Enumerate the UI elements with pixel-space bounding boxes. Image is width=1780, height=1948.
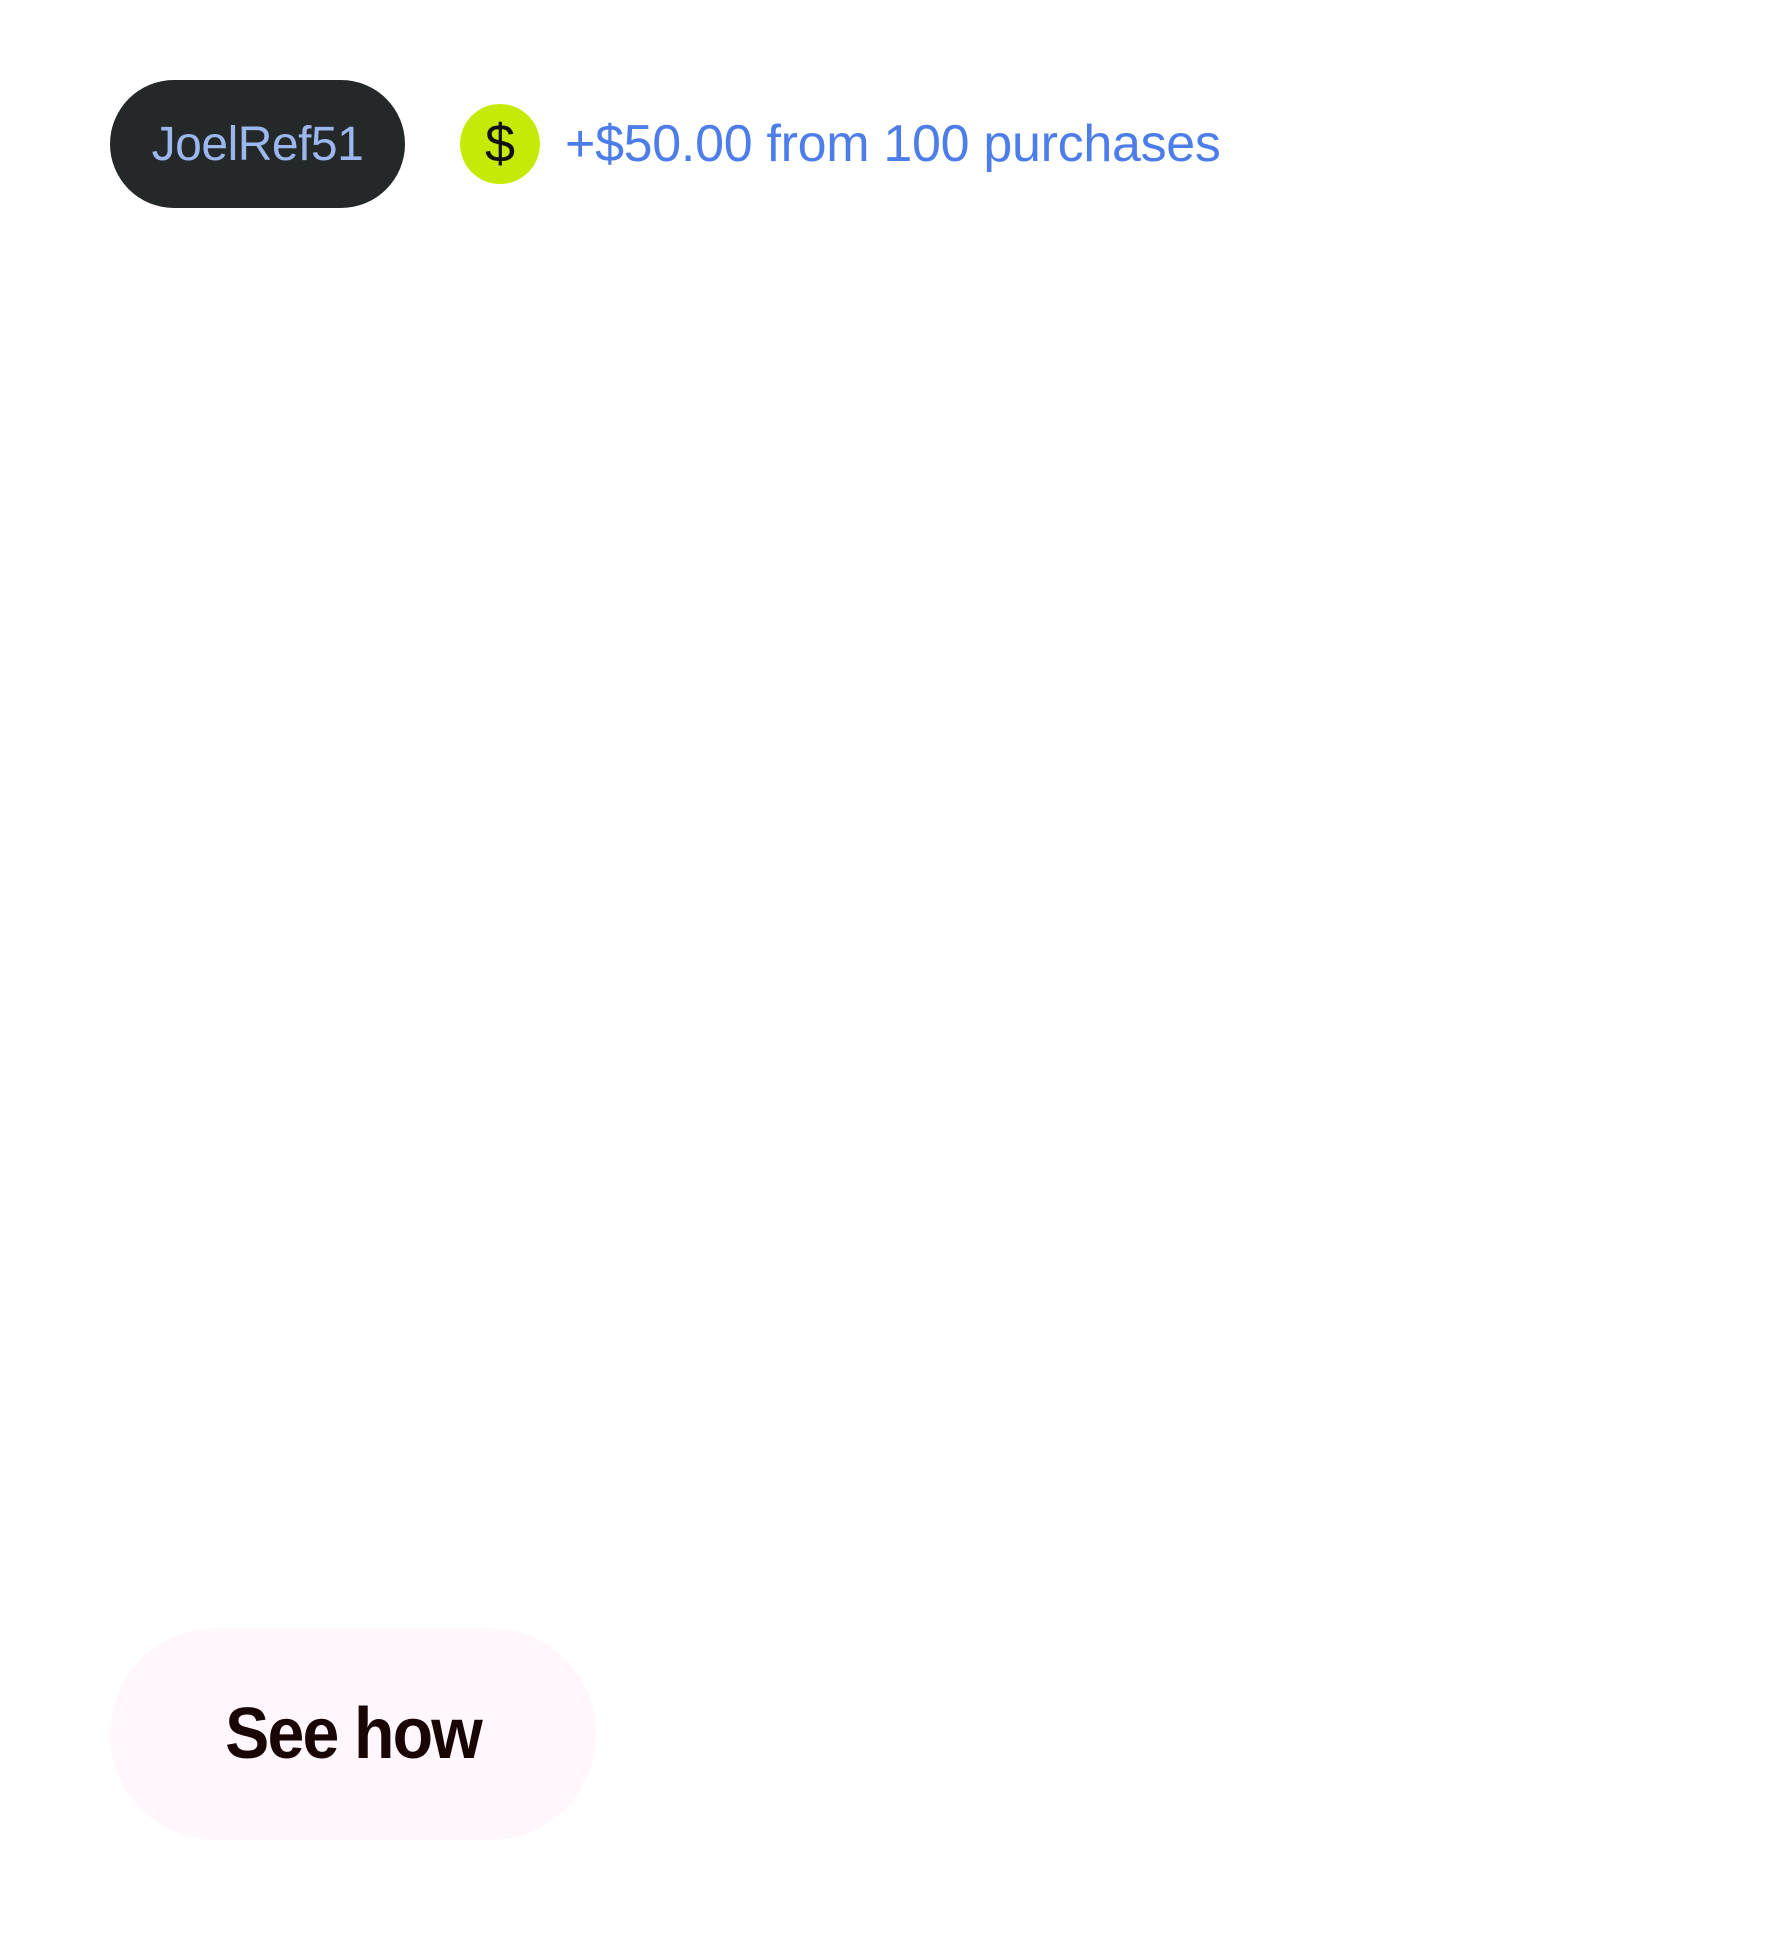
dollar-coin-icon: $ bbox=[460, 104, 540, 184]
svg-text:$: $ bbox=[485, 114, 515, 174]
see-how-button[interactable]: See how bbox=[110, 1628, 596, 1840]
referral-row: JoelRef51 $ +$50.00 from 100 purchases bbox=[110, 80, 1221, 208]
referral-code-badge: JoelRef51 bbox=[110, 80, 405, 208]
see-how-label: See how bbox=[225, 1694, 483, 1774]
earnings-text: +$50.00 from 100 purchases bbox=[565, 115, 1221, 173]
referral-code: JoelRef51 bbox=[151, 117, 364, 171]
